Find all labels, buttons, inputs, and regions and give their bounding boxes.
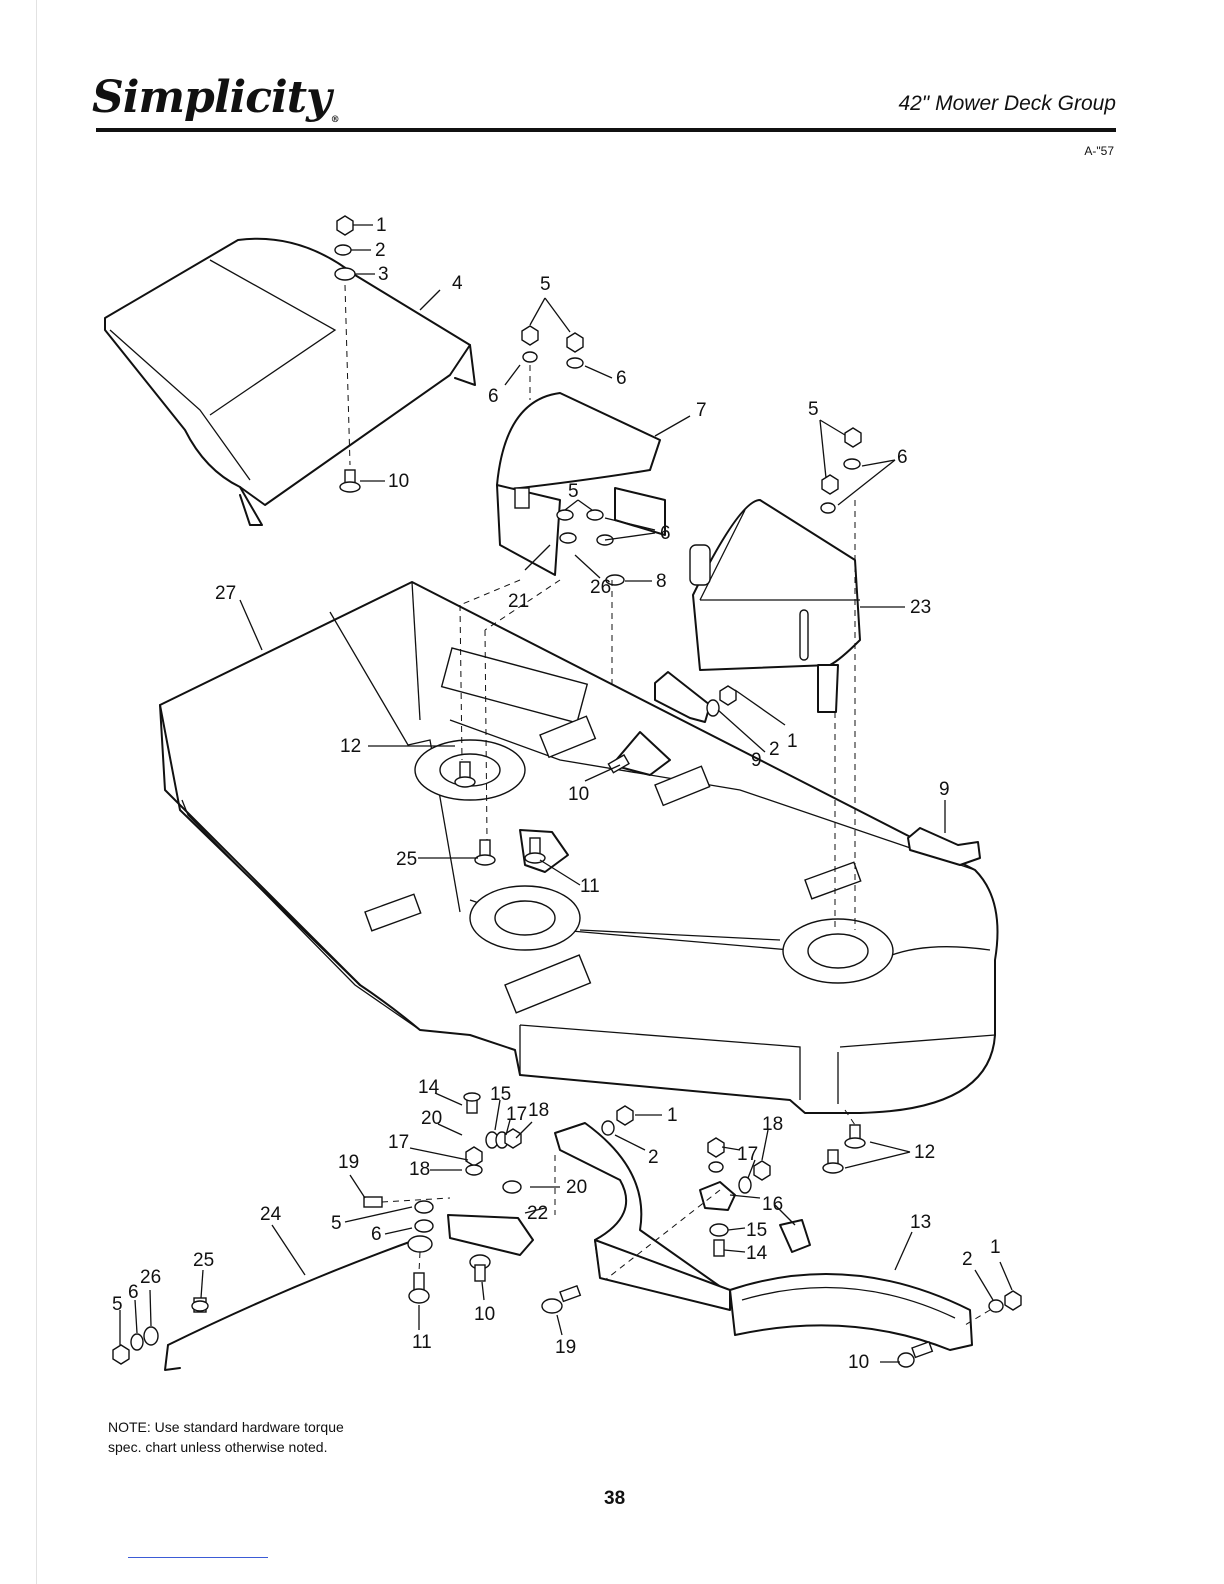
callout: 27 (215, 583, 236, 604)
callout: 15 (490, 1084, 511, 1105)
callout: 10 (568, 784, 589, 805)
callout: 1 (990, 1237, 1001, 1258)
callout: 20 (566, 1177, 587, 1198)
callout: 6 (128, 1282, 139, 1303)
callout: 10 (848, 1352, 869, 1373)
callout: 8 (656, 571, 667, 592)
small-bracket-16 (700, 1182, 735, 1210)
callout: 26 (590, 577, 611, 598)
callout: 6 (616, 368, 627, 389)
callout: 3 (378, 264, 389, 285)
callout: 15 (746, 1220, 767, 1241)
callout: 18 (409, 1159, 430, 1180)
callout: 19 (338, 1152, 359, 1173)
callout: 6 (897, 447, 908, 468)
callout: 1 (376, 215, 387, 236)
callout: 18 (762, 1114, 783, 1135)
callout: 9 (751, 750, 762, 771)
center-belt-shield (497, 393, 665, 575)
callout: 18 (528, 1100, 549, 1121)
callout: 20 (421, 1108, 442, 1129)
callout: 16 (762, 1194, 783, 1215)
callout: 2 (962, 1249, 973, 1270)
page-number: 38 (604, 1488, 625, 1510)
callout: 1 (667, 1105, 678, 1126)
deck-rod-24-end (165, 1345, 180, 1370)
callout: 5 (331, 1213, 342, 1234)
callout: 6 (371, 1224, 382, 1245)
callout: 14 (746, 1243, 768, 1264)
mower-deck (160, 582, 998, 1113)
torque-note: NOTE: Use standard hardware torque spec.… (108, 1417, 368, 1457)
callout: 4 (452, 273, 463, 294)
callout: 14 (418, 1077, 440, 1098)
callout: 10 (388, 471, 409, 492)
right-belt-shield (690, 500, 860, 712)
callout: 25 (193, 1250, 214, 1271)
callout: 17 (506, 1104, 527, 1125)
callout: 10 (474, 1304, 495, 1325)
callout: 11 (412, 1332, 432, 1353)
callout: 23 (910, 597, 931, 618)
callout: 17 (737, 1144, 758, 1165)
footer-link-line[interactable] (128, 1557, 268, 1558)
callout: 17 (388, 1132, 409, 1153)
callout: 6 (488, 386, 499, 407)
callout: 1 (787, 731, 798, 752)
callout: 2 (769, 739, 780, 760)
left-discharge-shield (105, 239, 475, 525)
callout: 12 (914, 1142, 935, 1163)
callout: 5 (112, 1294, 123, 1315)
callout: 11 (580, 876, 600, 897)
callout: 5 (568, 481, 579, 502)
callout: 21 (508, 591, 529, 612)
callout: 25 (396, 849, 417, 870)
callout: 24 (260, 1204, 282, 1225)
callout: 6 (660, 523, 671, 544)
callout: 26 (140, 1267, 161, 1288)
callout: 19 (555, 1337, 576, 1358)
callout: 13 (910, 1212, 931, 1233)
callout: 12 (340, 736, 361, 757)
callout: 22 (527, 1203, 548, 1224)
callout: 7 (696, 400, 707, 421)
callout: 9 (939, 779, 950, 800)
mounting-bracket-22 (448, 1215, 533, 1255)
callout: 2 (648, 1147, 659, 1168)
callout: 2 (375, 240, 386, 261)
callout: 5 (540, 274, 551, 295)
callout: 5 (808, 399, 819, 420)
